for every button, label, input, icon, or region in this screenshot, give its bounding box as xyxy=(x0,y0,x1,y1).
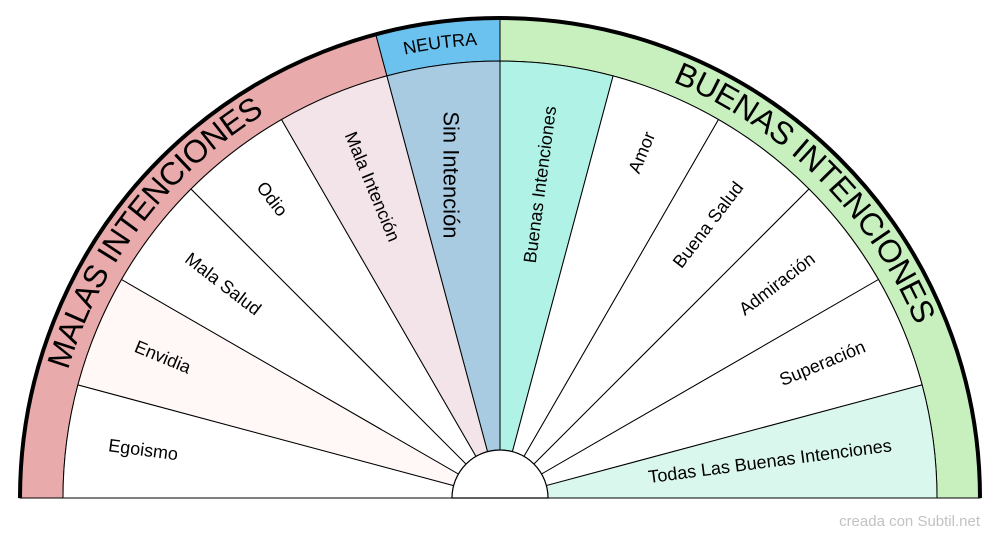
chart-outline xyxy=(18,16,982,499)
outer-rim xyxy=(18,16,982,499)
sector-label-sin-intencion: Sin Intención xyxy=(438,111,463,238)
center-hub xyxy=(451,449,549,499)
credit-text: creada con Subtil.net xyxy=(839,513,980,530)
group-bands xyxy=(19,17,981,499)
sector-wedges xyxy=(62,60,938,499)
